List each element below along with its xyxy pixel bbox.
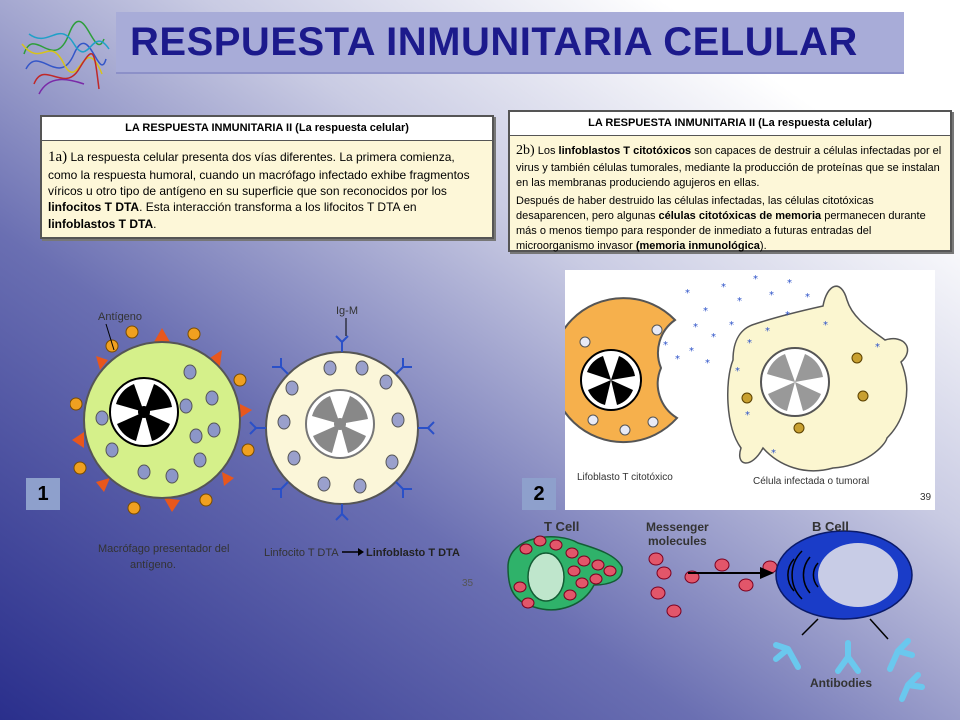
panel-1a-bold-1: linfocitos T DTA (48, 200, 140, 215)
panel-2b-header: LA RESPUESTA INMUNITARIA II (La respuest… (510, 112, 950, 136)
title-bar: RESPUESTA INMUNITARIA CELULAR (116, 12, 904, 74)
b-cell (775, 530, 913, 620)
panel-2b-bold-1: linfoblastos T citotóxicos (558, 144, 692, 157)
svg-text:*: * (745, 410, 750, 421)
lymphoblast-caption: Linfoblasto T DTA (366, 547, 460, 559)
svg-text:*: * (689, 346, 694, 357)
t-cell-label: T Cell (544, 519, 579, 534)
panel-1a-text-3: . (153, 216, 157, 231)
svg-text:*: * (663, 340, 668, 351)
lifoblast-label: Lifoblasto T citotóxico (577, 472, 673, 483)
igm-label: Ig-M (336, 305, 358, 317)
svg-text:*: * (705, 358, 710, 369)
svg-text:*: * (721, 282, 726, 293)
panel-2b-bold-2: células citotóxicas de memoria (658, 210, 822, 223)
figure-3-tcell-bcell: T Cell Messenger molecules B Cell Antibo… (507, 519, 925, 702)
svg-text:*: * (729, 320, 734, 331)
svg-text:*: * (675, 354, 680, 365)
panel-1a-bold-2: linfoblastos T DTA (48, 216, 154, 231)
panel-2b-number: 2b) (516, 142, 535, 158)
b-cell-label: B Cell (812, 519, 849, 534)
messenger-label-2: molecules (648, 534, 707, 548)
macrophage-caption-2: antígeno. (130, 559, 176, 571)
svg-text:*: * (875, 342, 880, 353)
panel-2b-paragraph-2: Después de haber destruido las células i… (516, 194, 944, 253)
antibodies (773, 638, 925, 702)
figure-1-macrophage-lymphocyte: Antígeno Ig-M Macrófago presentador del … (70, 305, 474, 589)
figure-badge-2: 2 (522, 478, 556, 510)
svg-text:*: * (693, 322, 698, 333)
svg-text:*: * (805, 292, 810, 303)
panel-1a: LA RESPUESTA INMUNITARIA II (La respuest… (40, 115, 494, 239)
panel-1a-number: 1a) (48, 148, 68, 165)
svg-text:*: * (823, 320, 828, 331)
svg-text:*: * (787, 278, 792, 289)
svg-text:*: * (711, 332, 716, 343)
panel-2b: LA RESPUESTA INMUNITARIA II (La respuest… (508, 110, 952, 252)
figure-2-page-number: 39 (920, 492, 932, 503)
panel-2b-paragraph-1: 2b) Los linfoblastos T citotóxicos son c… (516, 142, 944, 191)
lymphocyte-cell (249, 335, 435, 521)
panel-2b-text-4: permanecen durante más o menos tiempo pa… (516, 210, 926, 252)
messenger-label-1: Messenger (646, 520, 709, 534)
svg-text:*: * (765, 326, 770, 337)
t-cell (507, 535, 623, 611)
page-title: RESPUESTA INMUNITARIA CELULAR (130, 20, 858, 64)
messenger-molecules (648, 552, 778, 618)
svg-text:*: * (747, 338, 752, 349)
figure-1-page-number: 35 (462, 578, 474, 589)
panel-2b-text-3: Después de haber destruido las células i… (516, 195, 874, 223)
svg-text:*: * (685, 288, 690, 299)
lymphocyte-caption: Linfocito T DTA (264, 547, 339, 559)
infected-cell-label: Célula infectada o tumoral (753, 476, 869, 487)
macrophage-caption-1: Macrófago presentador del (98, 543, 229, 555)
panel-2b-bold-3: (memoria inmunológica (635, 239, 760, 252)
antibodies-label: Antibodies (810, 676, 872, 690)
macrophage-cell (70, 325, 255, 515)
panel-2b-body: 2b) Los linfoblastos T citotóxicos son c… (510, 136, 950, 264)
panel-2b-text-1: Los (534, 144, 559, 157)
panel-1a-header: LA RESPUESTA INMUNITARIA II (La respuest… (42, 117, 492, 141)
svg-text:*: * (771, 448, 776, 459)
panel-1a-text-2: . Esta interacción transforma a los lifo… (139, 200, 417, 215)
panel-1a-body: 1a) La respuesta celular presenta dos ví… (42, 141, 492, 238)
figure-badge-1: 1 (26, 478, 60, 510)
svg-text:*: * (735, 366, 740, 377)
svg-text:*: * (785, 310, 790, 321)
svg-text:*: * (753, 274, 758, 285)
protein-structure-logo (21, 20, 110, 95)
svg-text:*: * (737, 296, 742, 307)
panel-2b-text-2: son capaces de destruir a células infect… (516, 144, 942, 189)
svg-text:*: * (769, 290, 774, 301)
antigen-label: Antígeno (98, 311, 142, 323)
figure-2-cytotoxic-attack: * * * * * * * * * * * * * * * * * * * * * * * Lifoblast… (565, 274, 909, 487)
svg-text:*: * (703, 306, 708, 317)
panel-2b-text-5: ). (759, 239, 767, 252)
panel-1a-text-1: La respuesta celular presenta dos vías d… (48, 149, 470, 199)
